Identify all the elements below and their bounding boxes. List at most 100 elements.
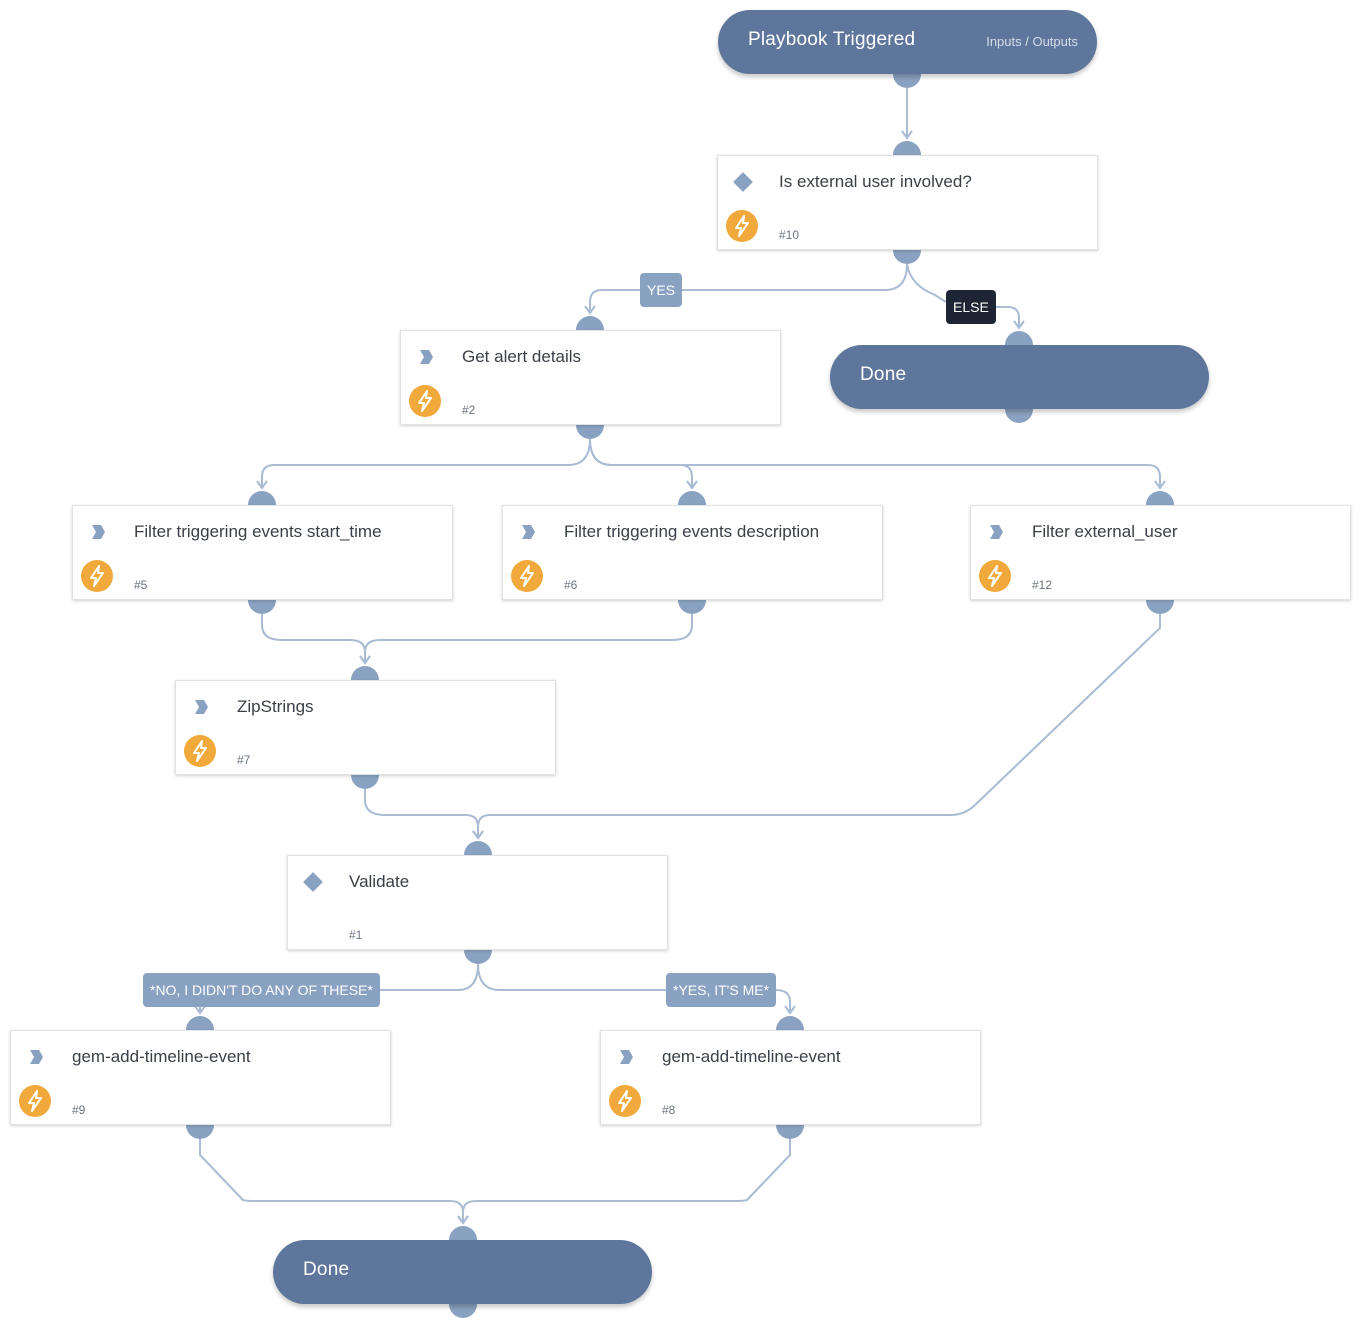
edge-10-else-to-done: [906, 263, 1025, 330]
input-connector[interactable]: [449, 1226, 477, 1240]
input-connector[interactable]: [893, 141, 921, 155]
done-title: Done: [303, 1259, 350, 1280]
edge-arrowhead: [584, 305, 596, 315]
input-connector[interactable]: [351, 666, 379, 680]
output-connector[interactable]: [449, 1304, 477, 1318]
start-node[interactable]: Playbook Triggered Inputs / Outputs: [718, 10, 1097, 74]
automation-bolt-icon: [81, 560, 113, 592]
task-title: gem-add-timeline-event: [72, 1047, 251, 1066]
edge-arrowhead: [1013, 320, 1025, 330]
task-number: #10: [779, 228, 800, 242]
action-chevron-icon: [30, 1050, 43, 1064]
output-connector[interactable]: [776, 1125, 804, 1139]
output-connector[interactable]: [186, 1125, 214, 1139]
done-node-else[interactable]: Done: [830, 345, 1209, 409]
automation-bolt-icon: [19, 1085, 51, 1117]
input-connector[interactable]: [1146, 491, 1174, 505]
edge-arrowhead: [359, 655, 371, 665]
edge-8-to-done: [457, 1139, 791, 1225]
task-title: Get alert details: [462, 347, 582, 366]
edge-start-to-10: [901, 88, 913, 140]
task-card-7[interactable]: ZipStrings #7: [175, 680, 556, 775]
task-card-2[interactable]: Get alert details #2: [400, 330, 781, 425]
input-connector[interactable]: [776, 1016, 804, 1030]
edge-arrowhead: [901, 130, 913, 140]
output-connector[interactable]: [893, 74, 921, 88]
input-connector[interactable]: [1005, 331, 1033, 345]
edge-arrowhead: [686, 480, 698, 490]
output-connector[interactable]: [248, 600, 276, 614]
automation-bolt-icon: [726, 210, 758, 242]
task-card-5[interactable]: Filter triggering events start_time #5: [72, 505, 453, 600]
automation-bolt-icon: [979, 560, 1011, 592]
output-connector[interactable]: [893, 250, 921, 264]
output-connector[interactable]: [464, 950, 492, 964]
edge-arrowhead: [194, 1005, 206, 1015]
edge-arrowhead: [472, 830, 484, 840]
task-title: Filter external_user: [1032, 522, 1178, 541]
action-chevron-icon: [195, 700, 208, 714]
branch-label-no[interactable]: *NO, I DIDN'T DO ANY OF THESE*: [143, 973, 380, 1007]
edge-12-to-1: [472, 614, 1161, 840]
action-chevron-icon: [420, 350, 433, 364]
edge-arrowhead: [784, 1005, 796, 1015]
task-number: #6: [564, 578, 578, 592]
condition-diamond-icon: [303, 872, 323, 892]
action-chevron-icon: [620, 1050, 633, 1064]
task-number: #12: [1032, 578, 1053, 592]
task-number: #2: [462, 403, 476, 417]
task-title: ZipStrings: [237, 697, 314, 716]
task-card-6[interactable]: Filter triggering events description #6: [502, 505, 883, 600]
task-card-1[interactable]: Validate #1: [287, 855, 668, 950]
edge-6-to-7: [359, 614, 693, 665]
branch-label-yes[interactable]: YES: [640, 273, 683, 307]
input-connector[interactable]: [248, 491, 276, 505]
input-connector[interactable]: [464, 841, 492, 855]
task-number: #5: [134, 578, 148, 592]
task-title: Validate: [349, 872, 410, 891]
automation-bolt-icon: [609, 1085, 641, 1117]
action-chevron-icon: [522, 525, 535, 539]
inputs-outputs-link[interactable]: Inputs / Outputs: [986, 34, 1078, 49]
output-connector[interactable]: [678, 600, 706, 614]
branch-label-yes-its-me[interactable]: *YES, IT'S ME*: [666, 973, 777, 1007]
task-card-12[interactable]: Filter external_user #12: [970, 505, 1351, 600]
output-connector[interactable]: [576, 425, 604, 439]
task-card-10[interactable]: Is external user involved? #10: [717, 155, 1098, 250]
input-connector[interactable]: [576, 316, 604, 330]
action-chevron-icon: [92, 525, 105, 539]
condition-diamond-icon: [733, 172, 753, 192]
task-title: Is external user involved?: [779, 172, 972, 191]
done-node-end[interactable]: Done: [273, 1240, 652, 1304]
task-title: Filter triggering events start_time: [134, 522, 382, 541]
automation-bolt-icon: [511, 560, 543, 592]
task-card-8[interactable]: gem-add-timeline-event #8: [600, 1030, 981, 1125]
task-number: #1: [349, 928, 363, 942]
branch-label-else[interactable]: ELSE: [946, 290, 996, 324]
start-title: Playbook Triggered: [748, 29, 916, 50]
output-connector[interactable]: [1146, 600, 1174, 614]
input-connector[interactable]: [678, 491, 706, 505]
edge-arrowhead: [457, 1215, 469, 1225]
edge-10-yes-to-2: [584, 263, 908, 315]
task-number: #7: [237, 753, 251, 767]
task-title: Filter triggering events description: [564, 522, 820, 541]
edge-7-to-1: [364, 789, 484, 840]
edge-9-to-done: [199, 1139, 469, 1225]
task-number: #9: [72, 1103, 86, 1117]
action-chevron-icon: [990, 525, 1003, 539]
done-title: Done: [860, 364, 907, 385]
task-number: #8: [662, 1103, 676, 1117]
edge-arrowhead: [256, 480, 268, 490]
edge-2-to-12: [589, 438, 1166, 490]
output-connector[interactable]: [1005, 409, 1033, 423]
task-title: gem-add-timeline-event: [662, 1047, 841, 1066]
automation-bolt-icon: [184, 735, 216, 767]
task-card-9[interactable]: gem-add-timeline-event #9: [10, 1030, 391, 1125]
automation-bolt-icon: [409, 385, 441, 417]
edge-2-to-5: [256, 438, 591, 490]
input-connector[interactable]: [186, 1016, 214, 1030]
output-connector[interactable]: [351, 775, 379, 789]
edge-1-yes-to-8: [477, 963, 796, 1015]
edge-5-to-7: [261, 614, 371, 665]
